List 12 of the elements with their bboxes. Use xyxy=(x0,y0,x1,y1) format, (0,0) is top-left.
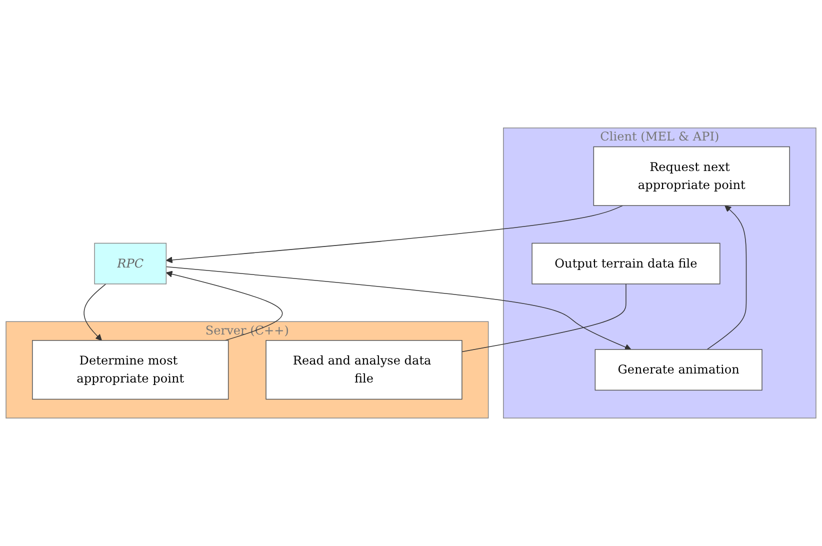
arrow xyxy=(166,266,632,350)
node-box: Request next appropriate point xyxy=(593,146,790,206)
node-box: Determine most appropriate point xyxy=(32,340,229,400)
node-box: RPC xyxy=(94,242,167,284)
arrow xyxy=(706,205,747,350)
node-box: Output terrain data file xyxy=(532,242,720,284)
arrow xyxy=(166,205,624,264)
connector xyxy=(462,284,626,352)
node-box: Generate animation xyxy=(594,349,762,391)
node-box: Read and analyse data file xyxy=(266,340,462,400)
arrow xyxy=(84,284,106,341)
arrow xyxy=(166,270,283,341)
